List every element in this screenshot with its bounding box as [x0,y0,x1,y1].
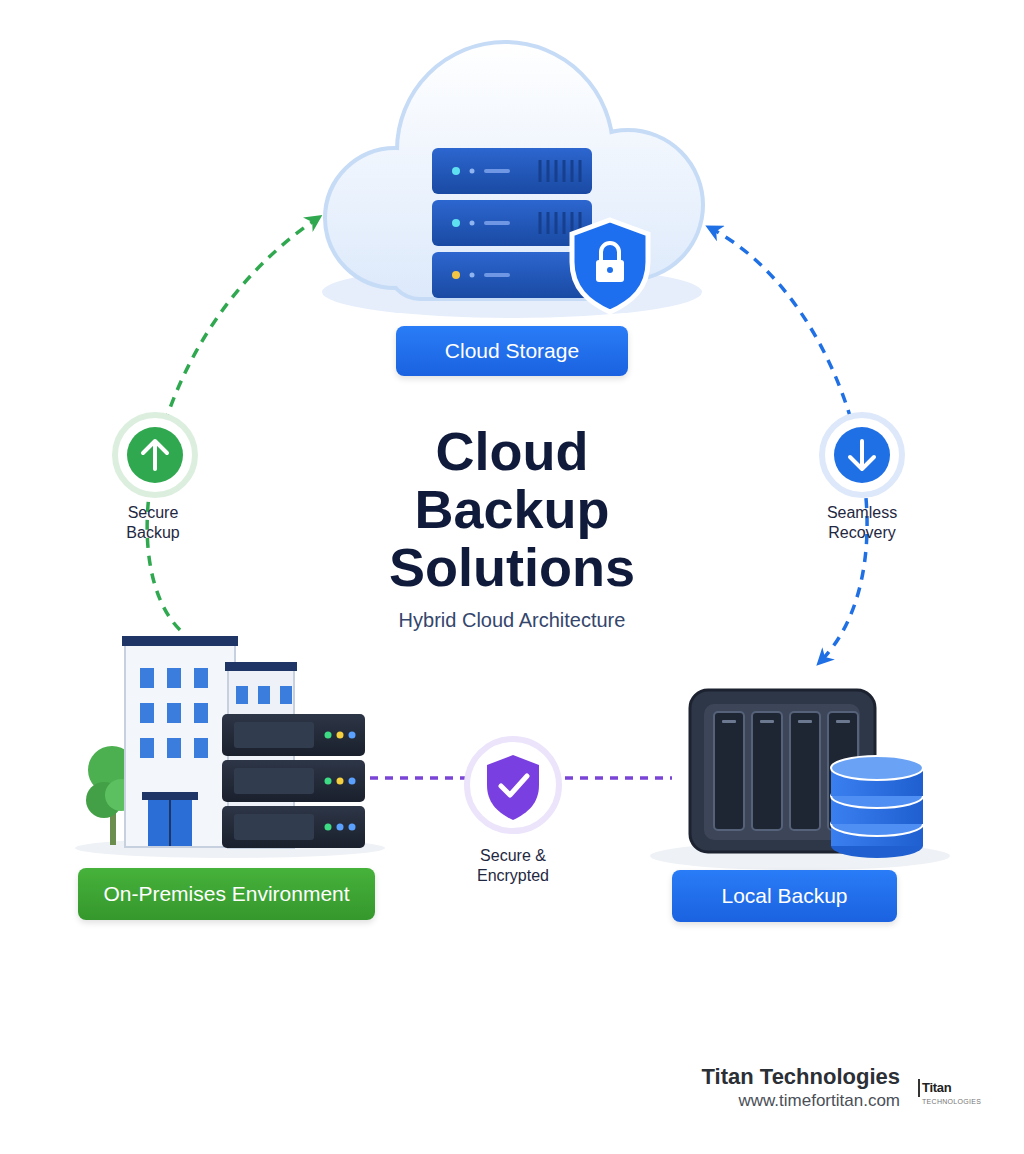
encryption-badge-part [467,739,559,831]
cloud-storage-node: Cloud Storage [310,50,710,380]
nas-device-part-part [836,720,850,723]
download-badge-part [850,441,874,469]
cloud-server-stack-part [432,252,592,298]
office-building-part-part [194,738,208,758]
company-name: Titan Technologies [600,1064,900,1090]
office-building-part [225,662,297,671]
office-building-part-part [140,703,154,723]
cloud-server-stack-part-part [540,160,580,182]
nas-device-part-part [722,720,736,723]
edge-label: Seamless Recovery [812,503,912,543]
logo-mark-part [918,1079,920,1097]
office-building-part [122,636,238,646]
office-building-part-part [194,668,208,688]
onprem-server-rack-part [337,732,344,739]
onprem-server-rack-part [325,824,332,831]
upload-badge [115,415,195,495]
node-label: On-Premises Environment [78,868,375,920]
on-premises-node: On-Premises Environment [78,630,370,922]
cloud-server-stack-part [470,221,475,226]
diagram-title: Cloud Backup Solutions [372,422,652,596]
subtitle: Hybrid Cloud Architecture [312,608,712,632]
database-stack-part [831,756,923,780]
cloud-server-stack-part [470,169,475,174]
onprem-server-rack-part [222,714,365,756]
encryption-badge-part [487,755,539,820]
onprem-server-rack-part [325,732,332,739]
onprem-server-rack-part [222,760,365,802]
office-building-part-part [167,703,181,723]
onprem-server-rack-part [325,778,332,785]
cloud-server-stack-part [452,219,460,227]
security-shield-part [572,220,648,312]
upload-badge-part [127,427,183,483]
onprem-server-rack-part [234,722,314,748]
nas-device-part-part [798,720,812,723]
security-shield-part [601,243,619,260]
office-building-part-part [167,668,181,688]
node-label: Cloud Storage [396,326,628,376]
cloud-server-stack [432,148,592,298]
office-building-part-part [167,738,181,758]
onprem-server-rack-part [234,768,314,794]
onprem-server-rack-part [337,824,344,831]
onprem-server-rack [222,714,365,848]
nas-device-part [722,720,850,723]
onprem-server-rack-part [222,806,365,848]
cloud-server-stack-part [540,160,580,234]
nas-device-part-part [760,720,774,723]
website-url: www.timefortitan.com [600,1091,900,1111]
onprem-server-rack-part [234,814,314,840]
logo-mark [918,1079,920,1097]
cloud-server-stack-part [452,167,460,175]
office-building-part-part [140,738,154,758]
encryption-badge-part [501,776,527,795]
cloud-server-stack-part [452,271,460,279]
cloud-illustration [322,44,702,318]
office-building-part-part [236,686,248,704]
cloud-server-stack-part [484,169,510,173]
node-label: Local Backup [672,870,897,922]
security-shield-part [596,260,624,282]
office-building-part [140,668,208,758]
logo-subtext: TECHNOLOGIES [922,1097,1022,1106]
onprem-server-rack-part [349,732,356,739]
edge-label: Secure Backup [108,503,198,543]
office-building-part [169,800,171,846]
onprem-server-rack-part [337,778,344,785]
onprem-server-rack-part [349,778,356,785]
nas-device-part-part [752,712,782,830]
office-building-part [236,686,292,704]
upload-badge-part [143,441,167,469]
local-backup-node: Local Backup [672,660,945,922]
office-building-part-part [258,686,270,704]
office-building-part-part [280,686,292,704]
encryption-badge [467,739,559,831]
nas-device-part-part [790,712,820,830]
office-building-part [148,800,192,846]
security-shield [572,220,648,312]
cloud-server-stack-part [484,273,510,277]
cloud-server-stack-part [470,273,475,278]
cloud-server-stack-part [432,200,592,246]
database-stack [831,756,923,858]
nas-device-part-part [714,712,744,830]
download-badge [822,415,902,495]
office-building-part [125,642,235,847]
office-building [75,636,385,858]
cloud-server-stack-part [484,221,510,225]
onprem-server-rack-part [349,824,356,831]
office-building-part-part [140,668,154,688]
cloud-server-stack-part [432,148,592,194]
logo-wordmark: Titan [922,1080,1012,1095]
edge-label: Secure & Encrypted [458,846,568,886]
upload-badge-part [115,415,195,495]
download-badge-part [834,427,890,483]
security-shield-part [607,267,613,273]
office-building-part [142,792,198,800]
download-badge-part [822,415,902,495]
nas-device [650,690,950,870]
office-building-part-part [194,703,208,723]
